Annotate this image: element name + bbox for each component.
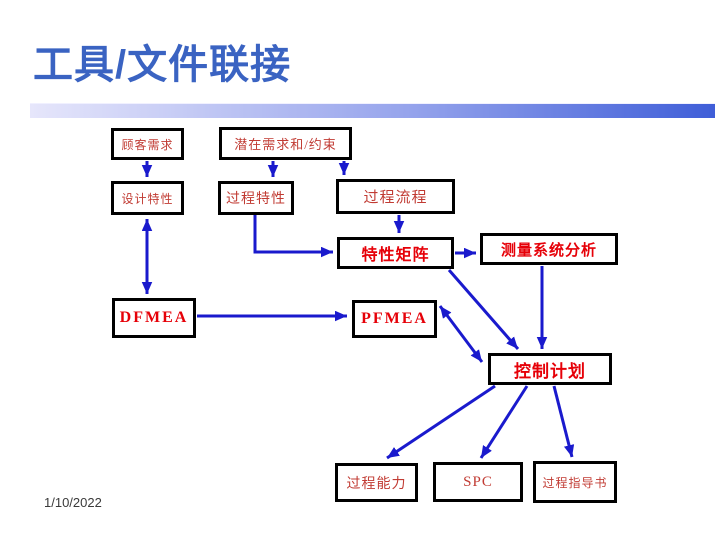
node-process-characteristics: 过程特性 (218, 181, 294, 215)
node-process-flow: 过程流程 (336, 179, 455, 214)
node-customer-needs: 顾客需求 (111, 128, 184, 160)
node-control-plan: 控制计划 (488, 353, 612, 385)
edge-matrix-to-control-plan (447, 269, 520, 350)
node-design-characteristics: 设计特性 (111, 181, 184, 215)
node-process-instruction: 过程指导书 (533, 461, 617, 503)
node-characteristics-matrix: 特性矩阵 (337, 237, 454, 269)
node-process-capability: 过程能力 (335, 463, 418, 502)
slide-date: 1/10/2022 (44, 495, 102, 510)
edge-control-plan-to-capability (386, 384, 496, 460)
node-measurement-system-analysis: 测量系统分析 (480, 233, 618, 265)
edge-process-char-to-matrix (253, 215, 333, 258)
edge-control-plan-to-spc (479, 385, 529, 459)
node-pfmea: PFMEA (352, 300, 437, 338)
node-dfmea: DFMEA (112, 298, 196, 338)
edge-pfmea-control-plan-two-way (438, 305, 484, 363)
node-spc: SPC (433, 462, 523, 502)
title-underline-bar (30, 103, 715, 118)
node-potential-needs-constraints: 潜在需求和/约束 (219, 127, 352, 160)
edge-control-plan-to-instruction (552, 385, 575, 458)
page-title: 工具/文件联接 (33, 43, 292, 87)
